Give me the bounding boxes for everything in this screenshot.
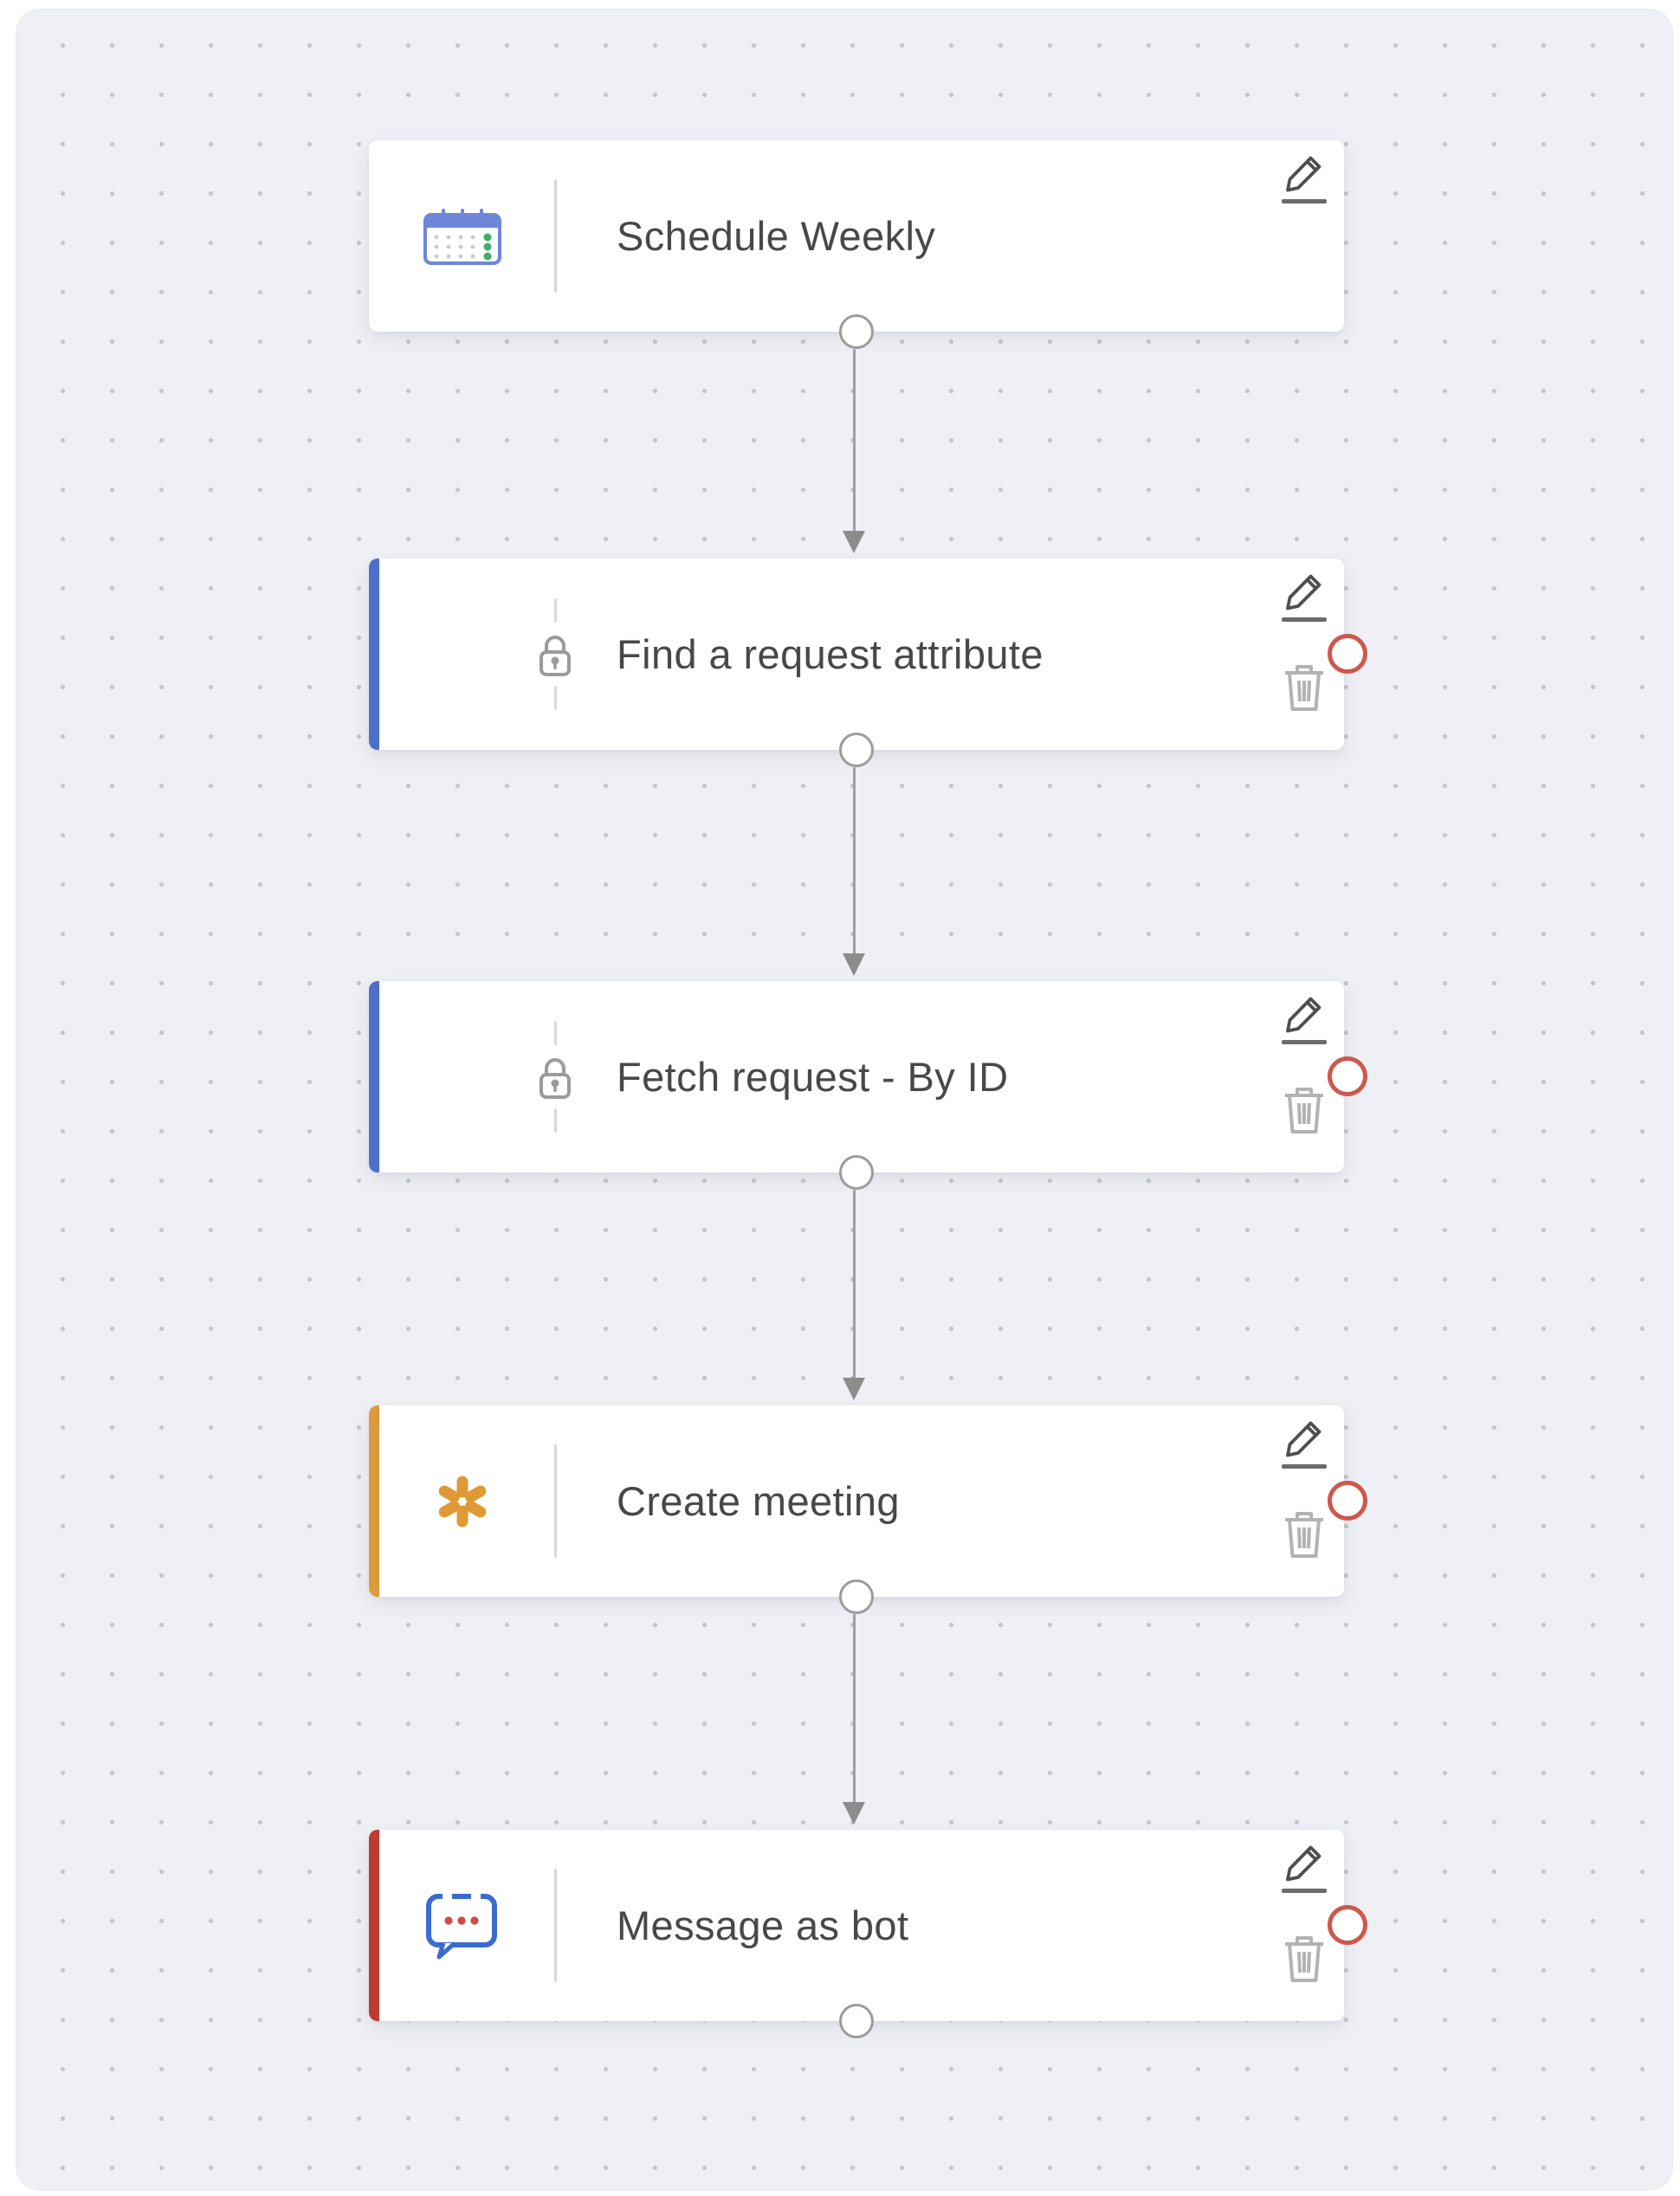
output-connector-port[interactable] xyxy=(839,314,874,349)
error-connector-port[interactable] xyxy=(1328,634,1367,674)
edit-step-button[interactable] xyxy=(1280,152,1328,210)
step-app-icon-area xyxy=(421,140,504,332)
step-accent-bar xyxy=(369,1830,379,2021)
workflow-step-card-2[interactable]: Find a request attribute xyxy=(369,559,1367,767)
trash-icon xyxy=(1285,1512,1323,1558)
output-connector-port[interactable] xyxy=(839,2004,874,2038)
step-app-icon-area xyxy=(421,1830,504,2021)
servicedesk-icon xyxy=(438,629,492,675)
error-connector-port[interactable] xyxy=(1328,1481,1367,1521)
edit-underline xyxy=(1282,617,1327,622)
error-connector-port[interactable] xyxy=(1328,1905,1367,1945)
delete-step-button[interactable] xyxy=(1280,661,1328,714)
error-connector-port[interactable] xyxy=(1328,1056,1367,1096)
step-title: Schedule Weekly xyxy=(617,213,936,259)
pencil-icon xyxy=(1286,156,1321,192)
pencil-icon xyxy=(1286,997,1321,1033)
step-app-icon-area xyxy=(421,559,504,750)
connector-arrowhead-icon xyxy=(843,531,865,553)
trash-icon xyxy=(1285,1936,1323,1982)
divider-dash-bottom xyxy=(554,686,557,710)
step-title: Message as bot xyxy=(617,1902,909,1948)
lock-icon xyxy=(540,1058,571,1099)
step-title: Create meeting xyxy=(617,1478,900,1524)
output-connector-port[interactable] xyxy=(839,733,874,767)
icon-title-divider xyxy=(554,179,557,293)
trash-icon xyxy=(1285,1088,1323,1134)
step-app-icon-area xyxy=(421,1405,504,1597)
connector-line xyxy=(853,1614,856,1805)
step-title: Fetch request - By ID xyxy=(617,1054,1009,1100)
connector-line xyxy=(853,767,856,957)
pencil-icon xyxy=(1286,1421,1321,1457)
edit-step-button[interactable] xyxy=(1280,571,1328,628)
workflow-canvas[interactable]: Schedule Weekly xyxy=(16,9,1673,2191)
icon-title-divider xyxy=(554,1869,557,1982)
connector-arrowhead-icon xyxy=(843,1378,865,1400)
pencil-icon xyxy=(1286,1845,1321,1882)
workflow-step-card-4[interactable]: Create meeting xyxy=(369,1405,1367,1614)
chat-bubble-icon xyxy=(426,1890,497,1959)
workflow-step-card-1[interactable]: Schedule Weekly xyxy=(369,140,1344,349)
connector-arrowhead-icon xyxy=(843,953,865,976)
output-connector-port[interactable] xyxy=(839,1155,874,1190)
divider-dash-bottom xyxy=(554,1108,557,1133)
delete-step-button[interactable] xyxy=(1280,1932,1328,1986)
lock-icon xyxy=(540,636,571,676)
step-title: Find a request attribute xyxy=(617,631,1044,677)
calendar-icon xyxy=(423,208,501,265)
divider-dash-top xyxy=(554,1021,557,1045)
edit-underline xyxy=(1282,1889,1327,1893)
edit-underline xyxy=(1282,1040,1327,1044)
edit-step-button[interactable] xyxy=(1280,1418,1328,1475)
delete-step-button[interactable] xyxy=(1280,1083,1328,1137)
workflow-step-card-3[interactable]: Fetch request - By ID xyxy=(369,981,1367,1190)
edit-step-button[interactable] xyxy=(1280,1842,1328,1899)
edit-underline xyxy=(1282,199,1327,203)
connector-arrowhead-icon xyxy=(843,1802,865,1825)
step-app-icon-area xyxy=(421,981,504,1172)
connector-line xyxy=(853,349,856,534)
edit-step-button[interactable] xyxy=(1280,993,1328,1050)
connector-line xyxy=(853,1190,856,1381)
step-accent-bar xyxy=(369,981,379,1172)
icon-title-divider xyxy=(554,1444,557,1558)
step-accent-bar xyxy=(369,559,379,750)
trash-icon xyxy=(1285,665,1323,711)
pencil-icon xyxy=(1286,574,1321,610)
workflow-step-card-5[interactable]: Message as bot xyxy=(369,1830,1367,2038)
step-accent-bar xyxy=(369,1405,379,1597)
edit-underline xyxy=(1282,1464,1327,1469)
delete-step-button[interactable] xyxy=(1280,1508,1328,1561)
asterisk-icon xyxy=(438,1476,487,1527)
output-connector-port[interactable] xyxy=(839,1579,874,1614)
divider-dash-top xyxy=(554,598,557,623)
servicedesk-icon xyxy=(438,1051,492,1098)
